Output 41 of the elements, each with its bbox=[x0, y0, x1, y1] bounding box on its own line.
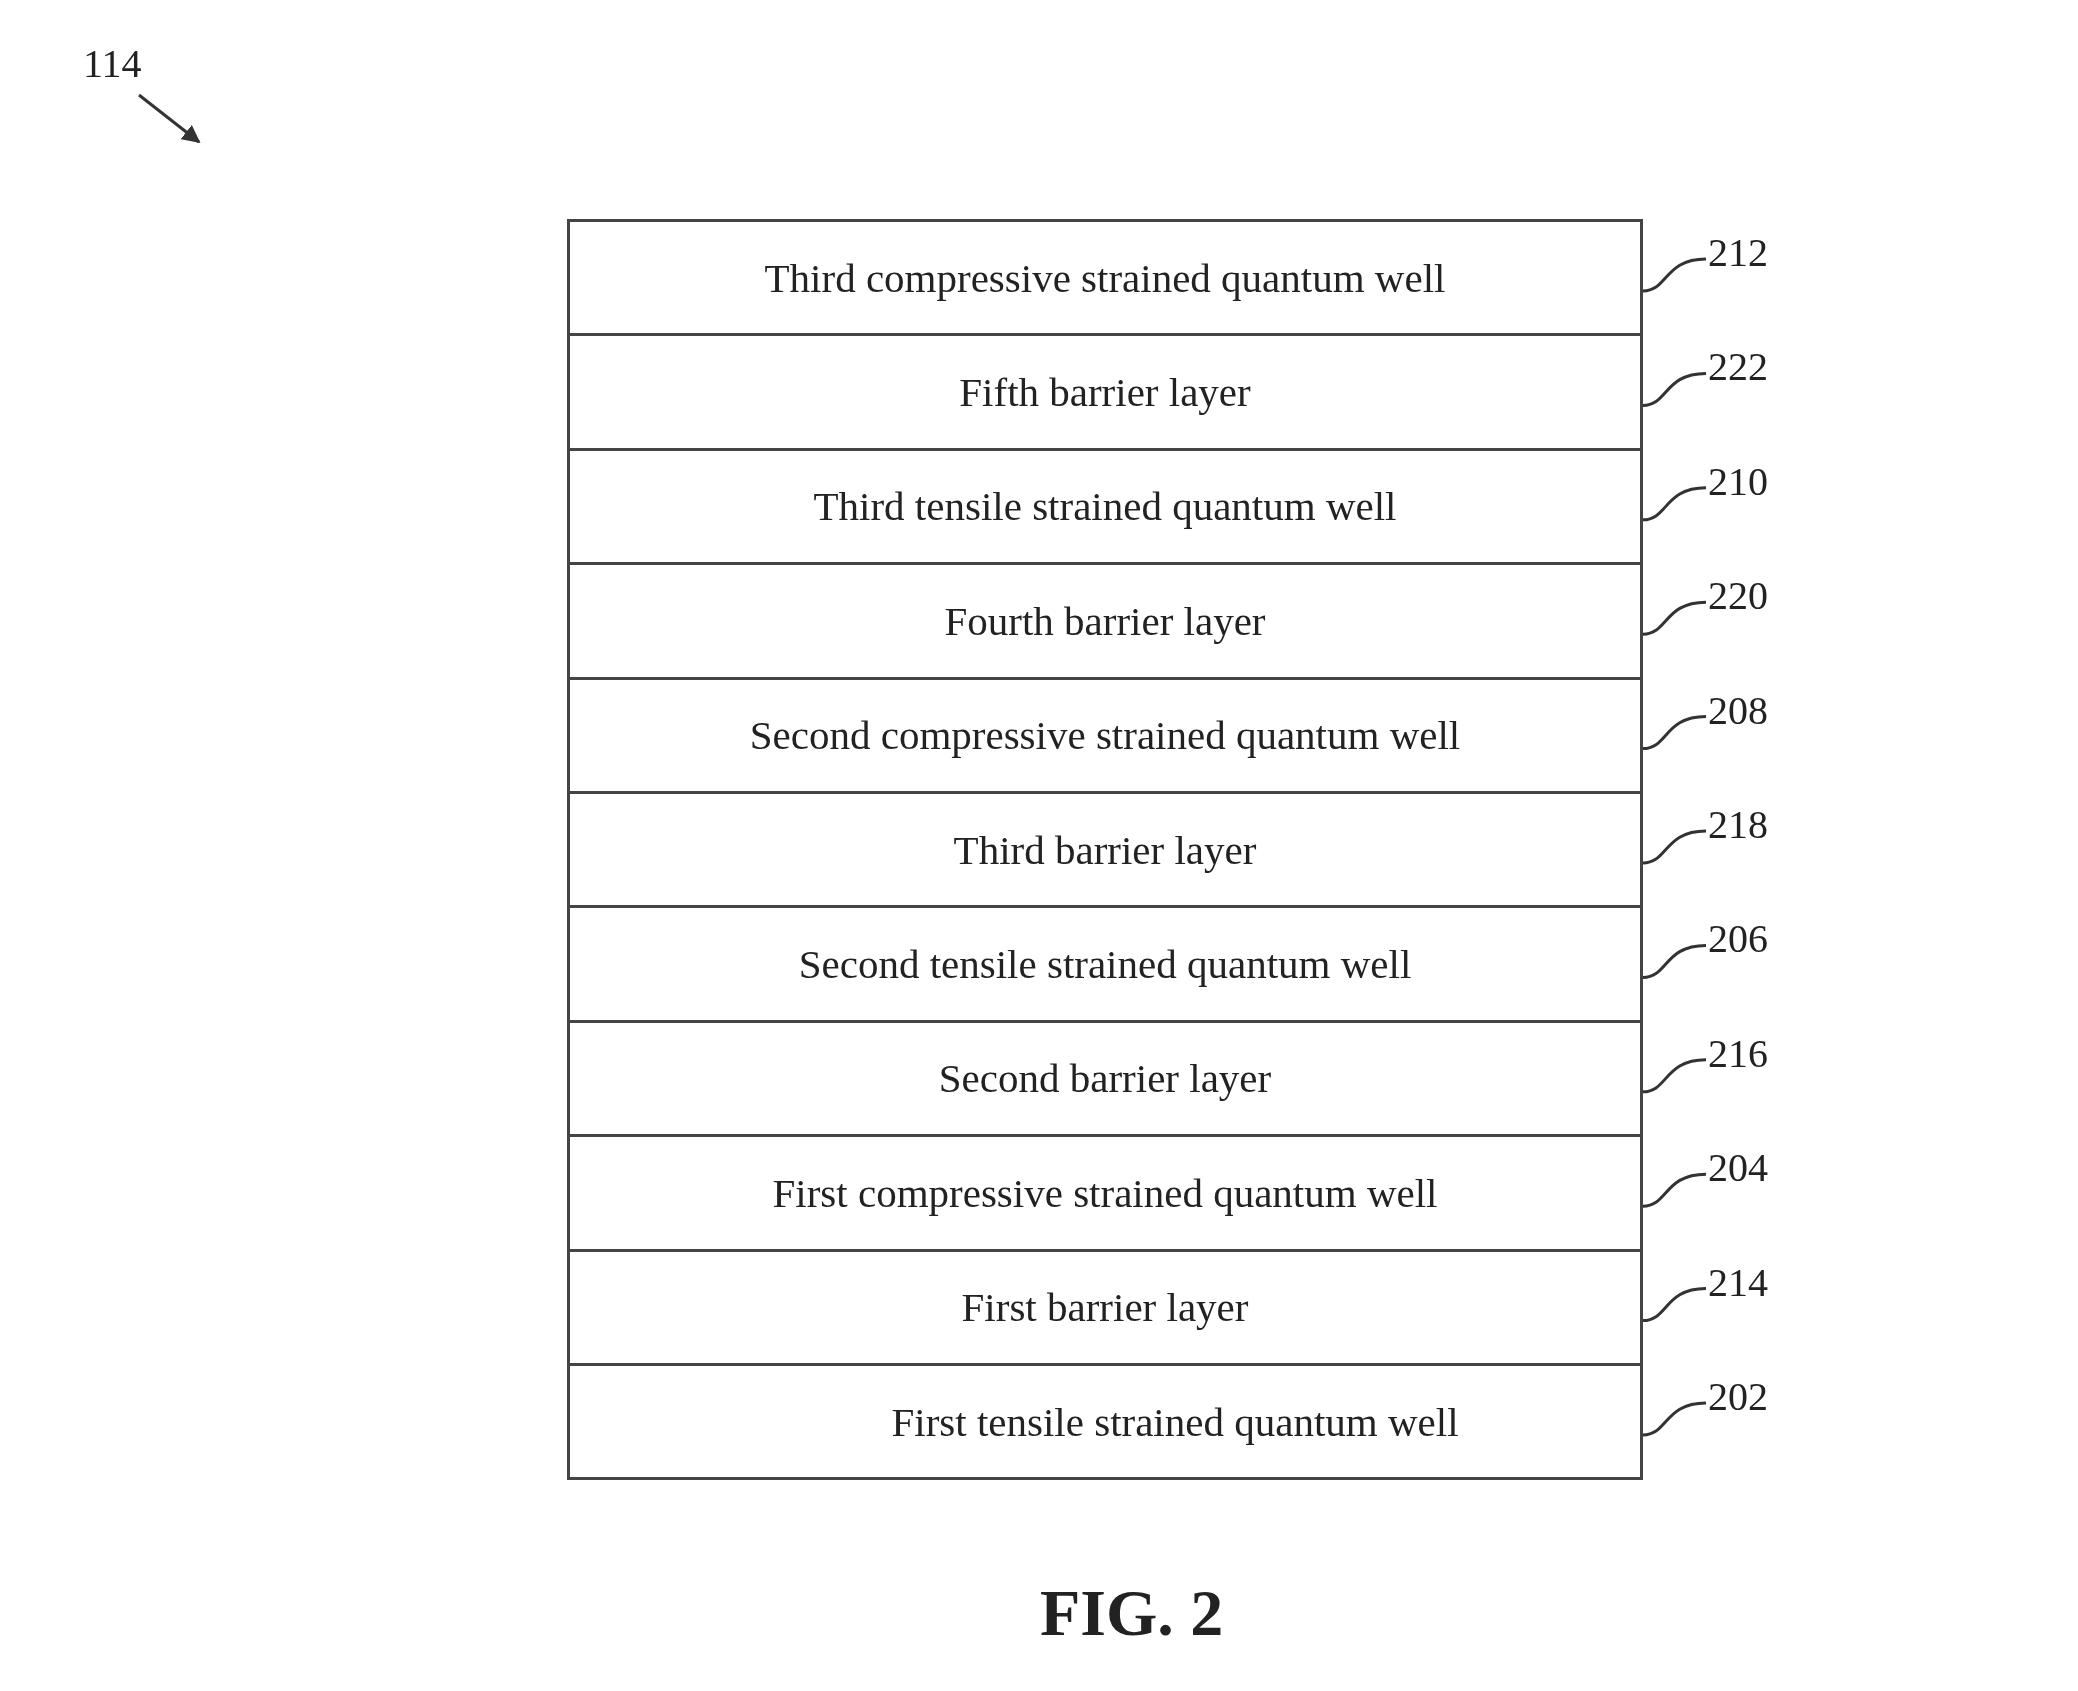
figure-caption: FIG. 2 bbox=[1040, 1575, 1224, 1651]
reference-numeral: 202 bbox=[1708, 1373, 1768, 1420]
layer-label: Third compressive strained quantum well bbox=[764, 253, 1446, 302]
reference-numeral: 206 bbox=[1708, 915, 1768, 963]
leader-line bbox=[1642, 1172, 1707, 1208]
leader-line bbox=[1642, 1058, 1707, 1094]
leader-line bbox=[1642, 943, 1707, 979]
layer-label: Fourth barrier layer bbox=[944, 596, 1266, 645]
leader-line bbox=[1642, 371, 1707, 407]
layer-box bbox=[567, 1134, 1643, 1252]
layer-box bbox=[567, 1363, 1643, 1481]
reference-numeral: 218 bbox=[1708, 801, 1768, 848]
layer-box bbox=[567, 905, 1643, 1023]
leader-line bbox=[1642, 1401, 1707, 1437]
leader-line bbox=[1642, 715, 1707, 751]
reference-numeral: 220 bbox=[1708, 572, 1768, 620]
leader-line bbox=[1642, 257, 1707, 293]
reference-numeral: 222 bbox=[1708, 343, 1768, 391]
layer-label: First compressive strained quantum well bbox=[772, 1168, 1438, 1217]
leader-line bbox=[1642, 486, 1707, 522]
leader-line bbox=[1642, 1287, 1707, 1323]
reference-numeral: 204 bbox=[1708, 1144, 1768, 1192]
reference-numeral: 210 bbox=[1708, 457, 1768, 505]
reference-numeral: 214 bbox=[1708, 1258, 1768, 1306]
layer-label: Third tensile strained quantum well bbox=[813, 482, 1397, 531]
reference-numeral: 212 bbox=[1708, 229, 1768, 276]
leader-line bbox=[1642, 600, 1707, 636]
layer-label: Second compressive strained quantum well bbox=[749, 711, 1461, 760]
reference-numeral: 216 bbox=[1708, 1029, 1768, 1077]
layer-label: First barrier layer bbox=[961, 1283, 1249, 1332]
leader-line bbox=[1642, 829, 1707, 865]
arrow bbox=[138, 93, 201, 144]
layer-label: Second barrier layer bbox=[938, 1054, 1272, 1103]
reference-numeral: 114 bbox=[83, 40, 142, 87]
layer-label: Second tensile strained quantum well bbox=[798, 940, 1412, 989]
layer-label: Third barrier layer bbox=[953, 825, 1257, 874]
layer-label: First tensile strained quantum well bbox=[891, 1397, 1459, 1446]
reference-numeral: 208 bbox=[1708, 686, 1768, 734]
layer-label: Fifth barrier layer bbox=[959, 368, 1251, 417]
layer-box bbox=[567, 562, 1643, 680]
layer-box bbox=[567, 333, 1643, 451]
